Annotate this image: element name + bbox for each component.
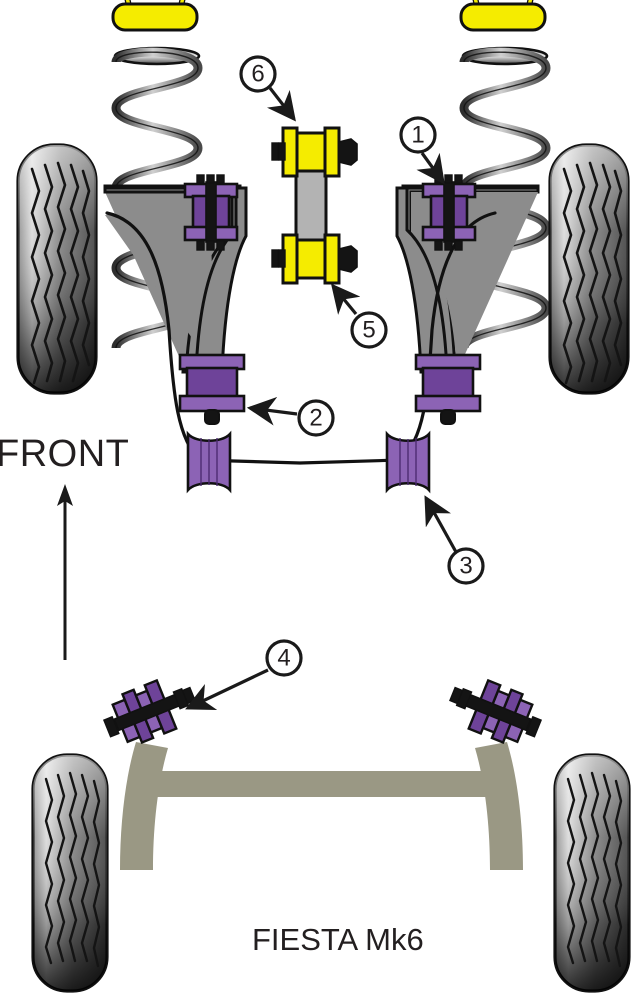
callout-2-number: 2: [309, 405, 322, 432]
front-anti-roll-bar-bush-right: [385, 432, 431, 492]
front-anti-roll-bar: [105, 211, 497, 465]
rear-axle-beam: [120, 742, 523, 870]
front-arrow-icon: [57, 484, 73, 506]
front-wheel-left: [16, 143, 98, 395]
droplink-upper-bush: [270, 126, 359, 178]
rear-wheel-right: [553, 753, 631, 993]
callout-1-number: 1: [411, 122, 424, 149]
callout-3-number: 3: [459, 553, 472, 580]
callout-4[interactable]: 4: [185, 639, 303, 711]
callout-4-number: 4: [277, 645, 290, 672]
rear-beam-mounting-bush-left: [96, 668, 204, 754]
droplink-lower-bush: [270, 233, 359, 285]
model-title: FIESTA Mk6: [252, 922, 424, 957]
callout-5[interactable]: 5: [330, 283, 388, 349]
callout-1-circle[interactable]: [399, 116, 437, 154]
callout-6[interactable]: 6: [239, 55, 296, 122]
callout-6-number: 6: [251, 61, 264, 88]
rear-wheel-left: [31, 753, 109, 993]
front-direction-indicator: FRONT: [0, 433, 129, 660]
front-wheel-right: [548, 143, 630, 395]
front-wishbone-rear-bush-left: [178, 353, 246, 426]
callout-4-circle[interactable]: [265, 639, 303, 677]
front-anti-roll-bar-bush-left: [186, 432, 232, 492]
callout-3[interactable]: 3: [424, 495, 485, 585]
callout-2[interactable]: 2: [246, 396, 335, 437]
front-wishbone-front-bush-right: [421, 173, 477, 252]
callout-1[interactable]: 1: [399, 116, 445, 185]
front-wishbone-front-bush-left: [183, 173, 239, 252]
callout-5-circle[interactable]: [350, 311, 388, 349]
callout-3-circle[interactable]: [447, 547, 485, 585]
front-wishbone-rear-bush-right: [414, 353, 482, 426]
callout-6-circle[interactable]: [239, 55, 277, 93]
callout-2-circle[interactable]: [297, 399, 335, 437]
front-label: FRONT: [0, 433, 129, 475]
callout-5-number: 5: [362, 317, 375, 344]
rear-beam-mounting-bush-right: [441, 668, 549, 754]
front-droplink: [270, 126, 359, 285]
